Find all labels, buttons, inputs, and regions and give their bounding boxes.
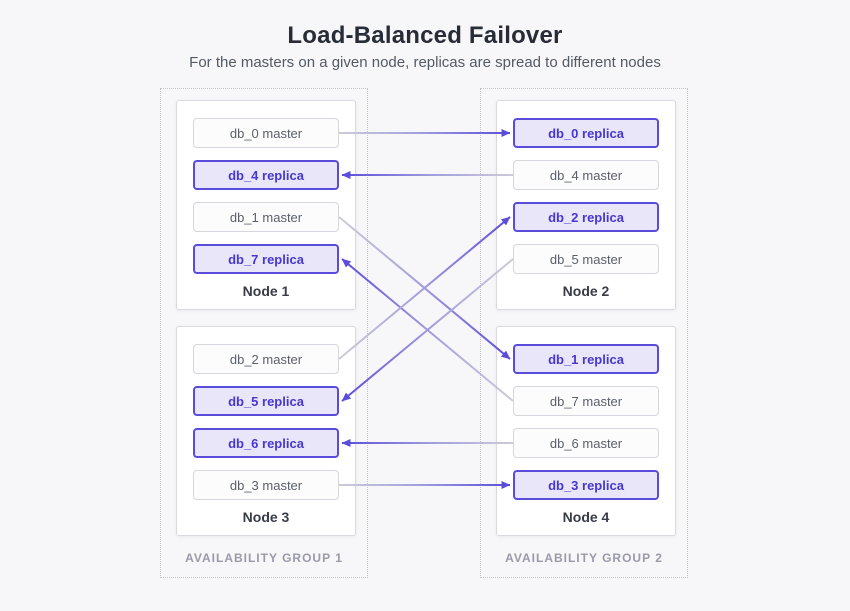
db-box-db_7-master: db_7 master: [513, 386, 659, 416]
node-label-node2: Node 2: [562, 283, 610, 299]
availability-group-2-label: AVAILABILITY GROUP 2: [505, 551, 663, 565]
db-box-db_4-replica: db_4 replica: [193, 160, 339, 190]
db-box-db_3-replica: db_3 replica: [513, 470, 659, 500]
db-box-db_0-master: db_0 master: [193, 118, 339, 148]
db-box-list-node3: db_2 master db_5 replica db_6 replica db_3 …: [193, 344, 339, 500]
node-label-node3: Node 3: [242, 509, 290, 525]
node-card-node3: db_2 master db_5 replica db_6 replica db_3 …: [176, 326, 356, 536]
node-label-node4: Node 4: [562, 509, 610, 525]
page-subtitle: For the masters on a given node, replica…: [189, 54, 661, 71]
page-title: Load-Balanced Failover: [287, 22, 563, 49]
availability-group-1-label: AVAILABILITY GROUP 1: [185, 551, 343, 565]
node-card-node4: db_1 replica db_7 master db_6 master db_3 r…: [496, 326, 676, 536]
db-box-db_5-master: db_5 master: [513, 244, 659, 274]
db-box-db_4-master: db_4 master: [513, 160, 659, 190]
availability-group-1: db_0 master db_4 replica db_1 master db_7 r…: [160, 88, 368, 578]
db-box-db_3-master: db_3 master: [193, 470, 339, 500]
db-box-db_6-replica: db_6 replica: [193, 428, 339, 458]
db-box-db_1-master: db_1 master: [193, 202, 339, 232]
db-box-db_6-master: db_6 master: [513, 428, 659, 458]
node-card-node2: db_0 replica db_4 master db_2 replica db_5 …: [496, 100, 676, 310]
db-box-db_2-replica: db_2 replica: [513, 202, 659, 232]
node-label-node1: Node 1: [242, 283, 290, 299]
db-box-db_7-replica: db_7 replica: [193, 244, 339, 274]
db-box-list-node2: db_0 replica db_4 master db_2 replica db_5 …: [513, 118, 659, 274]
availability-group-2: db_0 replica db_4 master db_2 replica db_5 …: [480, 88, 688, 578]
node-card-node1: db_0 master db_4 replica db_1 master db_7 r…: [176, 100, 356, 310]
db-box-list-node1: db_0 master db_4 replica db_1 master db_7 r…: [193, 118, 339, 274]
db-box-list-node4: db_1 replica db_7 master db_6 master db_3 r…: [513, 344, 659, 500]
db-box-db_0-replica: db_0 replica: [513, 118, 659, 148]
db-box-db_5-replica: db_5 replica: [193, 386, 339, 416]
db-box-db_1-replica: db_1 replica: [513, 344, 659, 374]
db-box-db_2-master: db_2 master: [193, 344, 339, 374]
